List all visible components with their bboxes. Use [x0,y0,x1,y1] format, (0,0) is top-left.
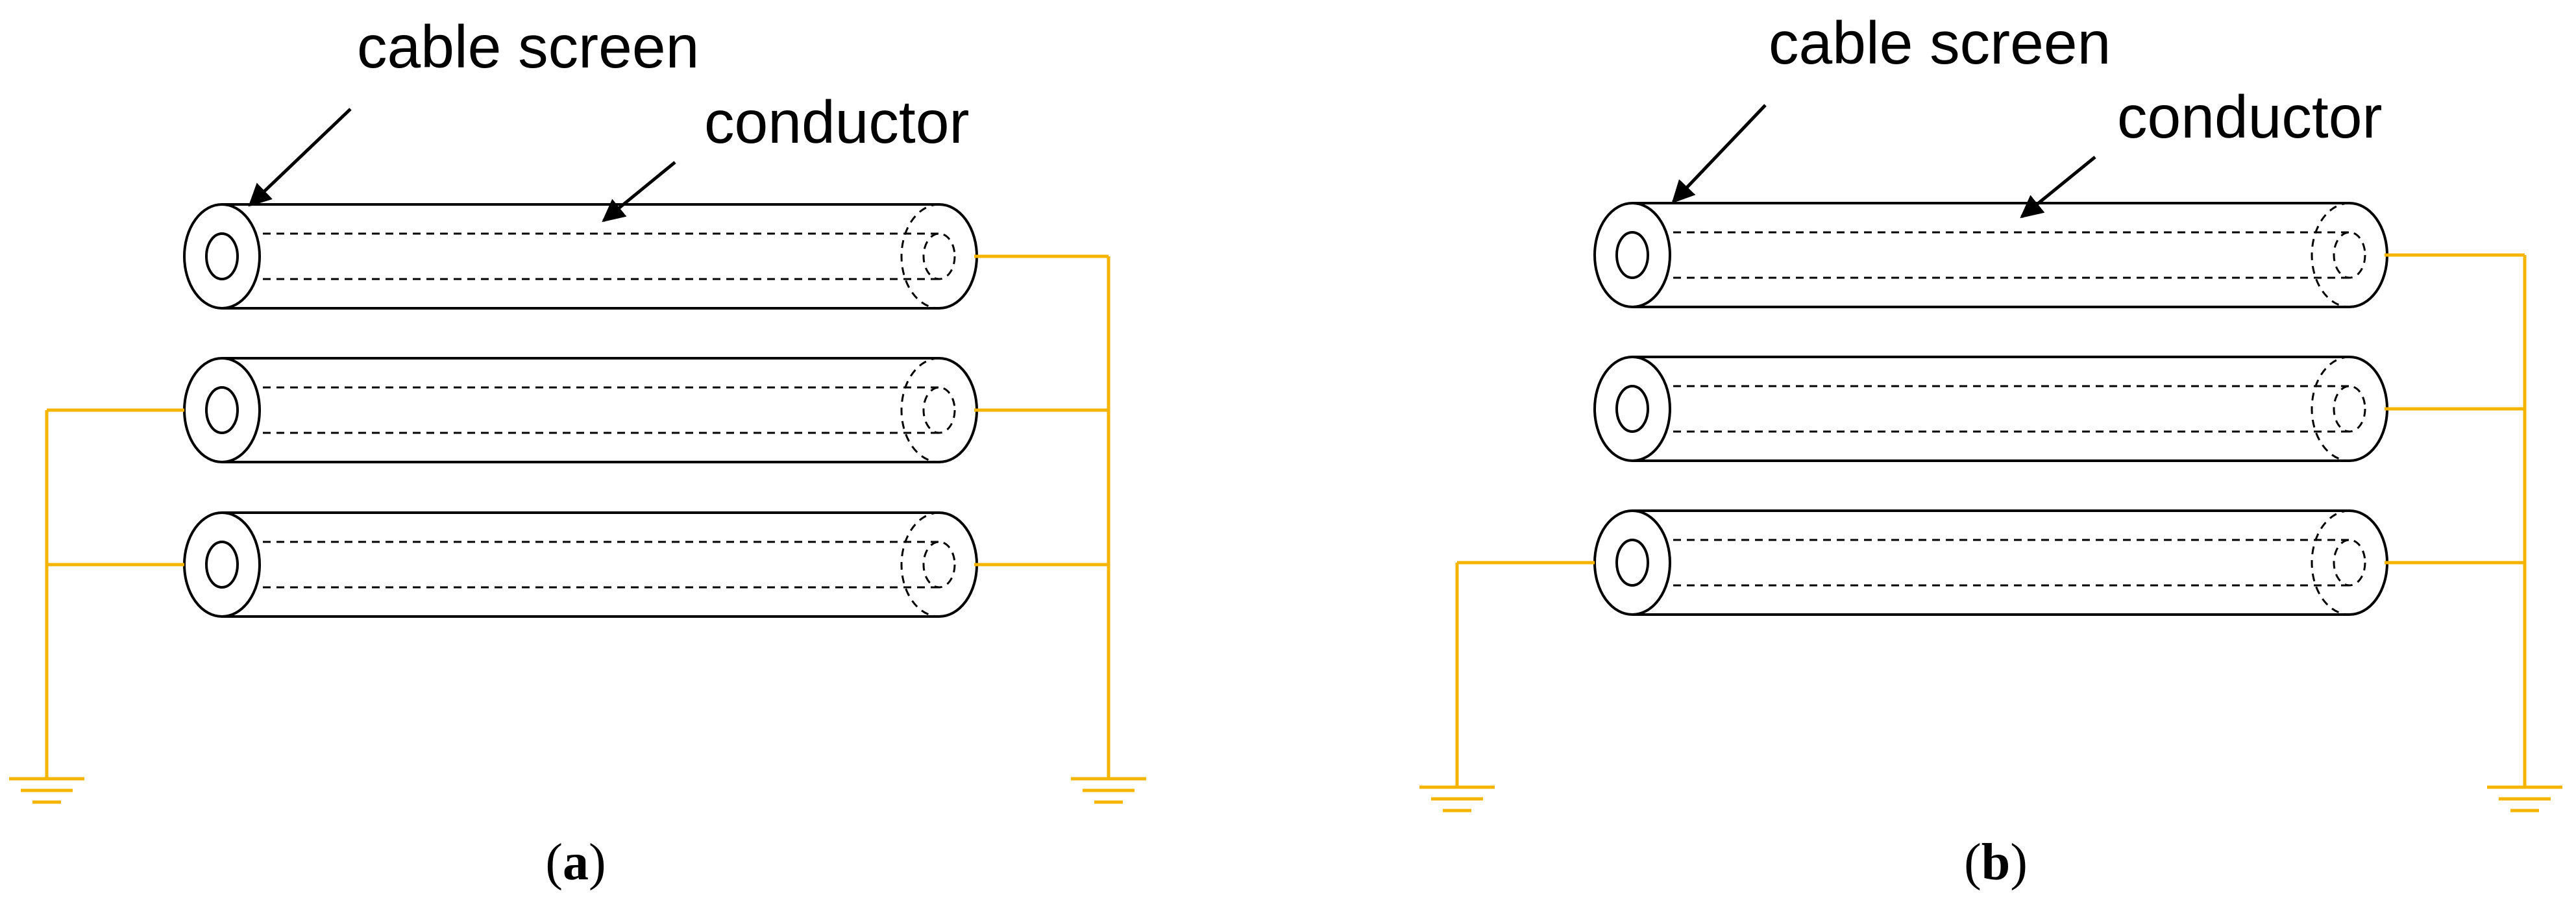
cable [1593,509,2388,616]
ground-symbol [9,777,84,804]
cable [183,203,978,310]
conductor-label: conductor [704,88,969,156]
ground-symbol [1419,785,1495,812]
conductor-end-hidden [2333,539,2366,587]
panel-b: cable screen conductor (b) [1419,9,2562,891]
cable [183,357,978,463]
conductor-end-hidden [2333,385,2366,433]
cable-end-arc [2349,509,2388,616]
cable-screen-label: cable screen [357,13,699,80]
cable [1593,356,2388,462]
conductor-face [205,386,239,434]
panel-caption: (b) [1964,834,2028,891]
cable [1593,202,2388,308]
conductor-arrow [2020,156,2096,219]
cable [183,511,978,618]
cable-end-hidden-arc [900,203,940,310]
cable-end-arc [938,511,978,618]
conductor-face [1615,385,1649,433]
conductor-end-hidden [2333,231,2366,279]
conductor-end-hidden [922,386,956,434]
cable-end-arc [938,203,978,310]
conductor-face [1615,231,1649,279]
cable-screen-arrow [1671,104,1767,204]
ground-wiring [1419,253,2562,812]
cables [183,203,978,618]
panel-caption: (a) [545,834,606,891]
cable-screen-arrow [248,108,352,207]
cable-end-hidden-arc [2311,356,2350,462]
cable-end-arc [938,357,978,463]
conductor-end-hidden [922,541,956,589]
conductor-label: conductor [2117,83,2382,151]
conductor-face [205,232,239,280]
cable-end-hidden-arc [900,511,940,618]
conductor-arrow [602,161,676,223]
ground-symbol [1071,777,1146,804]
cable-end-arc [2349,202,2388,308]
cables [1593,202,2388,616]
cable-screen-label: cable screen [1769,9,2111,77]
cable-end-hidden-arc [2311,509,2350,616]
ground-wiring [9,254,1146,804]
cable-end-hidden-arc [2311,202,2350,308]
conductor-end-hidden [922,232,956,280]
cable-end-arc [2349,356,2388,462]
cable-end-hidden-arc [900,357,940,463]
panel-a: cable screen conductor (a) [9,13,1146,891]
conductor-face [1615,539,1649,587]
ground-symbol [2487,785,2562,812]
conductor-face [205,541,239,589]
